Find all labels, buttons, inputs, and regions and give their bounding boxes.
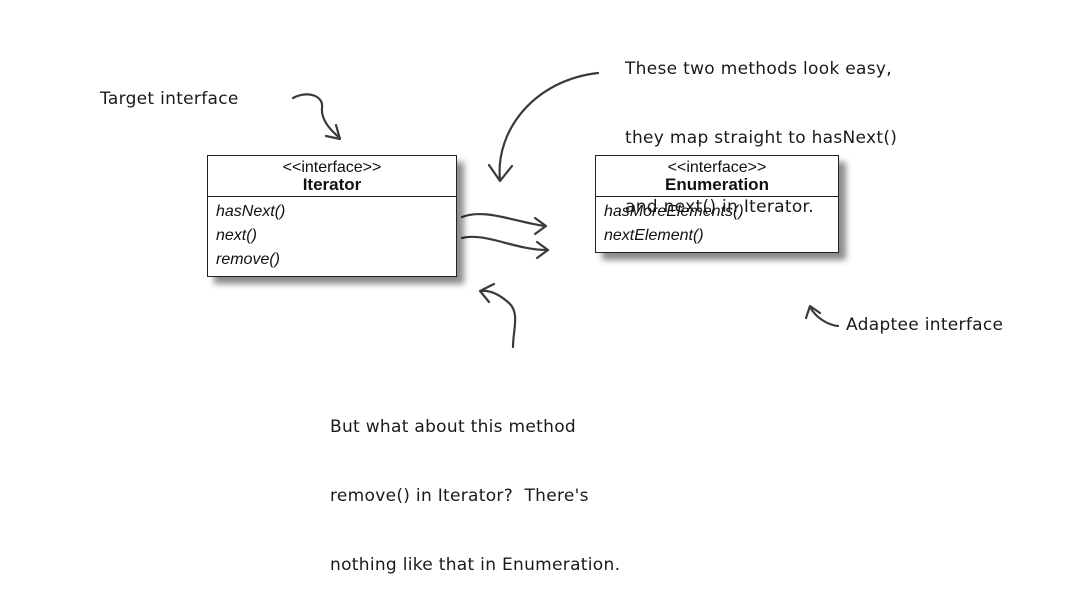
mapping-arrow-next	[460, 235, 549, 252]
target-arrowhead	[324, 123, 342, 141]
method-remove: remove()	[216, 251, 281, 268]
remove-arrowhead	[478, 282, 496, 304]
method-nextelement: nextElement()	[604, 227, 704, 244]
method-next: next()	[216, 227, 257, 244]
mapping-arrowhead-next	[535, 240, 550, 260]
annotation-arrows	[291, 71, 840, 349]
enumeration-methods: hasMoreElements() nextElement()	[596, 197, 838, 252]
target-interface-label: Target interface	[100, 89, 239, 109]
iterator-methods: hasNext() next() remove()	[208, 197, 456, 276]
adaptee-arrow	[808, 305, 840, 328]
enumeration-stereotype: <<interface>>	[667, 159, 767, 176]
mapping-arrowhead-hasnext	[533, 216, 548, 236]
method-hasnext: hasNext()	[216, 203, 286, 220]
enumeration-name: Enumeration	[665, 175, 769, 194]
enumeration-interface-box: <<interface>> Enumeration hasMoreElement…	[595, 155, 839, 253]
iterator-interface-box: <<interface>> Iterator hasNext() next() …	[207, 155, 457, 277]
easy-methods-arrow	[498, 71, 600, 182]
remove-question-line-3: nothing like that in Enumeration.	[330, 555, 621, 575]
adaptee-arrowhead	[804, 304, 822, 320]
method-hasmoreelements: hasMoreElements()	[604, 203, 744, 220]
remove-question-line-2: remove() in Iterator? There's	[330, 486, 589, 506]
easy-methods-arrowhead	[487, 163, 514, 183]
easy-methods-note: These two methods look easy, they map st…	[625, 12, 897, 242]
easy-methods-line-1: These two methods look easy,	[625, 59, 892, 79]
mapping-arrow-hasnext	[460, 212, 547, 228]
remove-question-line-1: But what about this method	[330, 417, 576, 437]
iterator-name: Iterator	[302, 175, 362, 194]
target-arrow	[291, 93, 342, 140]
adaptee-interface-label: Adaptee interface	[846, 315, 1004, 335]
easy-methods-line-2: they map straight to hasNext()	[625, 128, 898, 148]
iterator-header: <<interface>> Iterator	[208, 156, 456, 197]
remove-arrow	[479, 289, 517, 349]
easy-methods-line-3: and next() in Iterator.	[625, 197, 814, 217]
enumeration-header: <<interface>> Enumeration	[596, 156, 838, 197]
iterator-stereotype: <<interface>>	[282, 159, 382, 176]
remove-question-note: But what about this method remove() in I…	[330, 370, 620, 600]
